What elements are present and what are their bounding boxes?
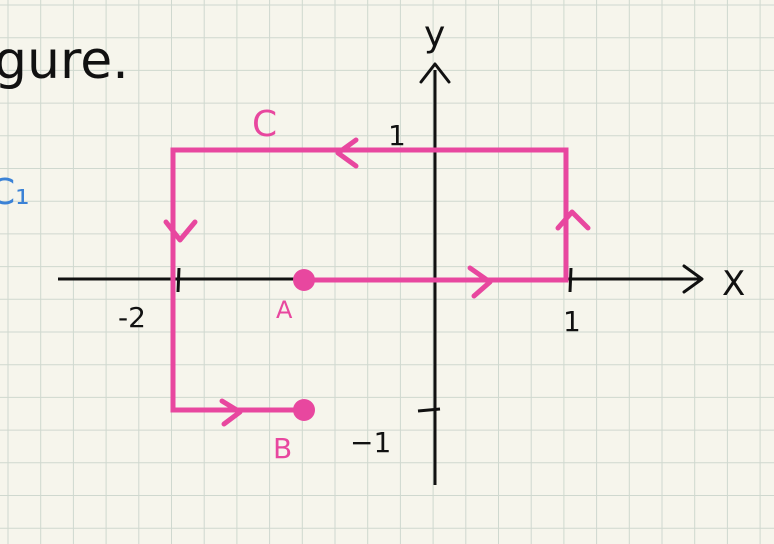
tick-x-1 xyxy=(568,267,573,293)
text-fragment-top: gure. xyxy=(0,31,129,91)
y-axis-arrowhead xyxy=(419,62,451,84)
point-b-label: B xyxy=(273,432,292,465)
tick-label-y-1: 1 xyxy=(388,119,406,152)
direction-arrow-bottom-segment xyxy=(219,398,243,427)
point-b-dot xyxy=(293,399,315,421)
direction-arrow-right-up xyxy=(555,209,591,231)
curve-c-label: C xyxy=(252,104,277,145)
text-fragment-left: C₁ xyxy=(0,172,30,213)
y-axis-label: y xyxy=(424,14,445,55)
tick-label-x-1: 1 xyxy=(563,305,581,338)
tick-y-neg1 xyxy=(417,407,441,413)
tick-label-y-neg1: −1 xyxy=(350,426,391,459)
y-axis xyxy=(419,62,451,485)
curve-c-path xyxy=(170,147,569,413)
x-axis-label: X xyxy=(722,264,745,304)
point-a-label: A xyxy=(276,296,293,324)
direction-arrow-top-left xyxy=(335,137,359,169)
x-axis-arrowhead xyxy=(682,264,704,294)
point-a-dot xyxy=(293,269,315,291)
direction-arrow-left-down xyxy=(163,219,198,243)
direction-arrow-bottom-right xyxy=(467,265,493,299)
tick-x-neg2 xyxy=(176,267,181,293)
tick-label-x-neg2: -2 xyxy=(118,301,146,334)
